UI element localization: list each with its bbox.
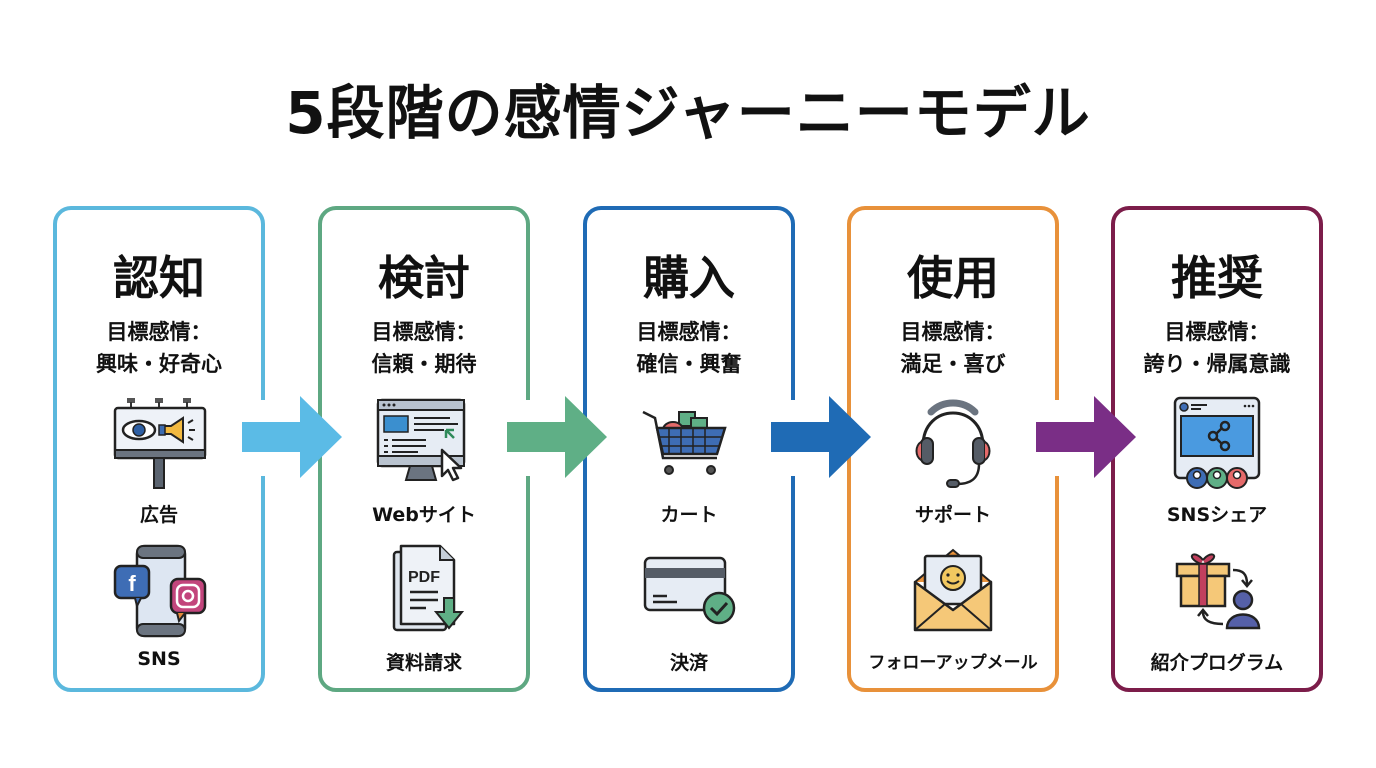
- stage-title: 推奨: [1171, 251, 1263, 305]
- touchpoint-label: Webサイト: [372, 504, 476, 526]
- headset-icon: [915, 399, 991, 488]
- svg-text:PDF: PDF: [408, 569, 440, 586]
- touchpoint-label: 広告: [139, 504, 178, 526]
- touchpoint-label: 資料請求: [385, 652, 462, 674]
- target-emotions: 信頼・期待: [371, 352, 477, 376]
- emotion-label: 目標感情：: [636, 320, 742, 344]
- target-emotions: 満足・喜び: [900, 352, 1006, 376]
- credit-card-check-icon: [643, 556, 736, 625]
- emotion-label: 目標感情：: [106, 320, 212, 344]
- social-share-icon: [1173, 396, 1261, 489]
- stage-title: 使用: [907, 251, 999, 305]
- billboard-icon: [113, 398, 207, 489]
- stage-card-consideration: 検討 目標感情： 信頼・期待 Webサイト PDF 資料請求: [318, 206, 530, 692]
- smiley-envelope-icon: [913, 548, 993, 632]
- touchpoint-label: 紹介プログラム: [1150, 652, 1284, 674]
- pdf-download-icon: PDF: [392, 544, 465, 632]
- touchpoint-label: SNS: [137, 648, 181, 670]
- stage-card-awareness: 認知 目標感情： 興味・好奇心 広告 f SNS: [53, 206, 265, 692]
- flow-arrow-1: [242, 396, 342, 478]
- stage-card-usage: 使用 目標感情： 満足・喜び サポート フォローアップメール: [847, 206, 1059, 692]
- touchpoint-label: 決済: [669, 652, 708, 674]
- website-monitor-icon: [376, 398, 466, 482]
- flow-arrow-4: [1036, 396, 1136, 478]
- target-emotions: 誇り・帰属意識: [1143, 352, 1291, 376]
- stage-title: 検討: [378, 251, 470, 305]
- flow-arrow-2: [507, 396, 607, 478]
- touchpoint-label: フォローアップメール: [868, 653, 1038, 673]
- smartphone-social-icon: f: [113, 544, 207, 638]
- stage-title: 認知: [113, 251, 205, 305]
- stage-title: 購入: [643, 251, 735, 305]
- touchpoint-label: サポート: [914, 504, 991, 526]
- page-title: 5段階の感情ジャーニーモデル: [285, 79, 1091, 147]
- touchpoint-label: カート: [660, 504, 718, 526]
- target-emotions: 興味・好奇心: [96, 352, 222, 376]
- referral-gift-icon: [1175, 553, 1261, 630]
- emotion-label: 目標感情：: [371, 320, 477, 344]
- shopping-cart-icon: [642, 410, 727, 475]
- emotion-label: 目標感情：: [900, 320, 1006, 344]
- target-emotions: 確信・興奮: [636, 352, 742, 376]
- flow-arrow-3: [771, 396, 871, 478]
- svg-text:f: f: [128, 571, 136, 596]
- touchpoint-label: SNSシェア: [1166, 504, 1268, 526]
- emotion-label: 目標感情：: [1164, 320, 1270, 344]
